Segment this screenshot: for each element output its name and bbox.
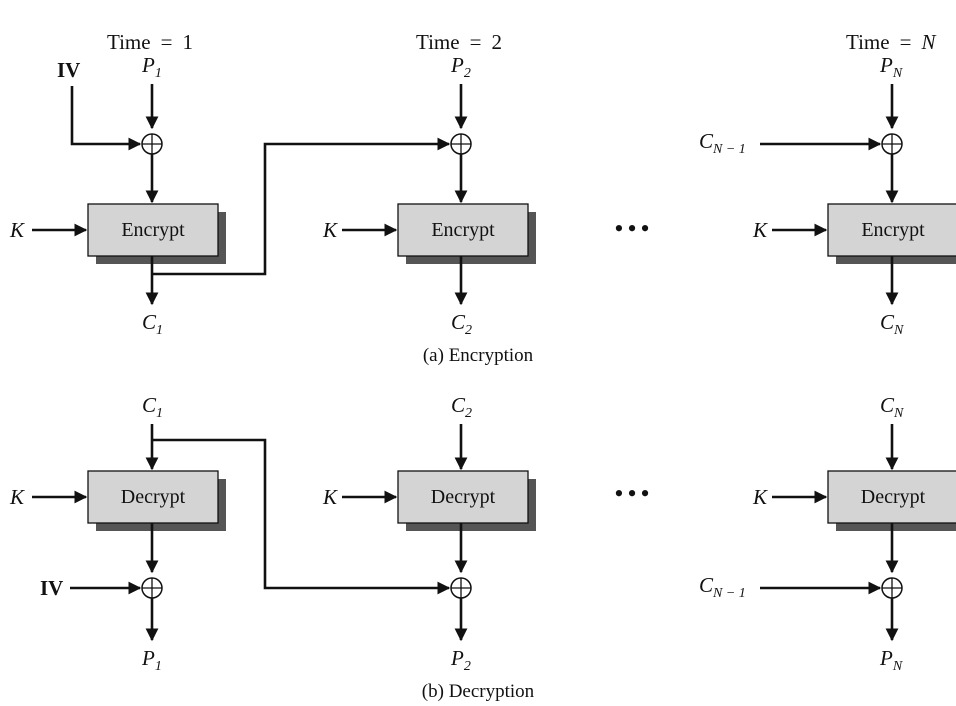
encrypt-box-2: Encrypt bbox=[397, 203, 536, 264]
enc-output-c2: C2 bbox=[451, 310, 472, 338]
time-label-2: Time=2 bbox=[416, 30, 502, 54]
encrypt-box-n: Encrypt bbox=[827, 203, 956, 264]
dec-xor-n bbox=[881, 577, 903, 599]
enc-xor-2 bbox=[450, 133, 472, 155]
dec-xor-2 bbox=[450, 577, 472, 599]
dec-feedforward-c1 bbox=[152, 438, 451, 595]
enc-output-cn: CN bbox=[880, 310, 904, 338]
enc-chain-input-label: CN − 1 bbox=[699, 129, 746, 157]
enc-iv-label: IV bbox=[57, 58, 80, 82]
dec-key-label-n: K bbox=[752, 485, 768, 509]
dec-input-c1: C1 bbox=[142, 393, 163, 421]
enc-key-label-n: K bbox=[752, 218, 768, 242]
enc-input-pn: PN bbox=[879, 53, 903, 81]
dec-key-label-2: K bbox=[322, 485, 338, 509]
dec-output-p1: P1 bbox=[141, 646, 162, 674]
enc-xor-1 bbox=[141, 133, 163, 155]
time-label-1: Time=1 bbox=[107, 30, 193, 54]
enc-output-c1: C1 bbox=[142, 310, 163, 338]
svg-text:Encrypt: Encrypt bbox=[121, 219, 185, 241]
dec-xor-1 bbox=[141, 577, 163, 599]
dec-output-pn: PN bbox=[879, 646, 903, 674]
dec-input-c2: C2 bbox=[451, 393, 472, 421]
enc-input-p1: P1 bbox=[141, 53, 162, 81]
enc-xor-n bbox=[881, 133, 903, 155]
dec-ellipsis: ••• bbox=[614, 479, 653, 508]
decrypt-box-2: Decrypt bbox=[397, 470, 536, 531]
decrypt-box-n: Decrypt bbox=[827, 470, 956, 531]
dec-iv-label: IV bbox=[40, 576, 63, 600]
dec-key-label-1: K bbox=[9, 485, 25, 509]
svg-text:Decrypt: Decrypt bbox=[431, 486, 496, 508]
decrypt-box-1: Decrypt bbox=[87, 470, 226, 531]
enc-key-label-1: K bbox=[9, 218, 25, 242]
svg-text:Encrypt: Encrypt bbox=[861, 219, 925, 241]
dec-chain-input-label: CN − 1 bbox=[699, 573, 746, 601]
svg-text:Decrypt: Decrypt bbox=[121, 486, 186, 508]
enc-iv-arrow bbox=[70, 86, 142, 151]
enc-ellipsis: ••• bbox=[614, 214, 653, 243]
dec-output-p2: P2 bbox=[450, 646, 471, 674]
svg-text:Decrypt: Decrypt bbox=[861, 486, 926, 508]
svg-text:Encrypt: Encrypt bbox=[431, 219, 495, 241]
encryption-caption: (a) Encryption bbox=[423, 345, 534, 366]
enc-feedback-c1 bbox=[152, 137, 451, 276]
encrypt-box-1: Encrypt bbox=[87, 203, 226, 264]
enc-input-p2: P2 bbox=[450, 53, 471, 81]
time-label-n: Time=N bbox=[846, 30, 936, 54]
dec-input-cn: CN bbox=[880, 393, 904, 421]
decryption-caption: (b) Decryption bbox=[422, 681, 535, 702]
enc-key-label-2: K bbox=[322, 218, 338, 242]
